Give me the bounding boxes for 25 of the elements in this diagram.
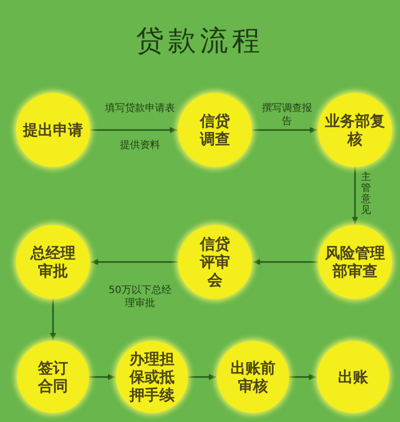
step-text: 总经理审批 bbox=[29, 244, 76, 280]
step-text: 业务部复核 bbox=[325, 112, 385, 148]
step-text: 信贷调查 bbox=[198, 112, 231, 148]
arrow bbox=[89, 374, 115, 380]
step-text: 办理担保或抵押手续 bbox=[128, 350, 176, 404]
diagram-title: 贷款流程 bbox=[136, 23, 264, 59]
step-text: 出账前审核 bbox=[230, 359, 276, 395]
edge-note: 提供资料 bbox=[119, 139, 161, 152]
step-text: 风险管理部审查 bbox=[324, 244, 386, 280]
arrow bbox=[90, 127, 177, 133]
step-text: 签订合同 bbox=[36, 359, 69, 395]
arrow bbox=[289, 374, 316, 380]
arrow bbox=[253, 259, 318, 265]
arrow bbox=[188, 374, 216, 380]
arrow bbox=[50, 299, 56, 340]
edge-label: 50万以下总经理审批 bbox=[108, 284, 172, 310]
arrow bbox=[91, 259, 178, 265]
arrow bbox=[252, 127, 317, 133]
step-text: 出账 bbox=[337, 368, 369, 386]
edge-label: 撰写调查报告 bbox=[262, 102, 312, 128]
arrow bbox=[352, 167, 358, 224]
step-text: 信贷评审会 bbox=[198, 235, 231, 289]
edge-label: 填写贷款申请表 bbox=[105, 102, 175, 115]
step-text: 提出申请 bbox=[23, 121, 83, 139]
edge-label: 主管意见 bbox=[361, 172, 371, 216]
